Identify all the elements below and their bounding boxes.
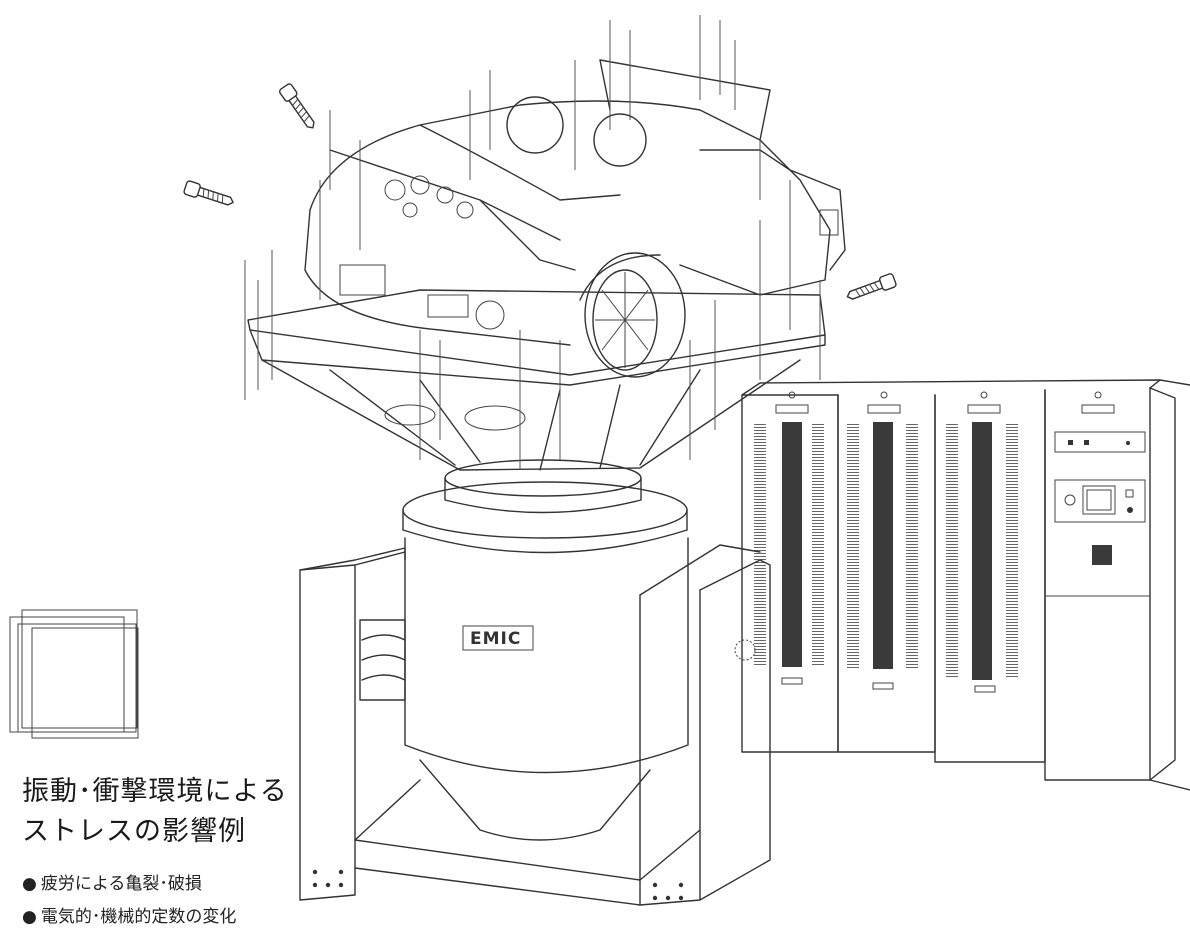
- cabinet-control-panel: [1045, 431, 1150, 597]
- screw-icon: [846, 273, 897, 300]
- section-heading: 振動･衝撃環境による ストレスの影響例: [22, 772, 288, 852]
- shaker-body: EMIC: [402, 459, 689, 841]
- vibration-table: [247, 289, 826, 471]
- control-cabinet: [741, 379, 1190, 791]
- vibration-test-illustration: EMIC: [9, 15, 1190, 906]
- shaker-base-frame: [299, 544, 771, 906]
- car-wheel-icon: [579, 252, 686, 378]
- effects-list: 疲労による亀裂･破損 電気的･機械的定数の変化: [22, 868, 237, 934]
- test-car-icon: [304, 59, 846, 378]
- cabinet-meter-stripes: [754, 422, 1018, 680]
- heading-line-2: ストレスの影響例: [22, 816, 246, 847]
- vibration-lines: [244, 15, 821, 470]
- decorative-squares-icon: [9, 609, 139, 739]
- car-engine: [384, 175, 474, 219]
- list-item: 電気的･機械的定数の変化: [22, 901, 237, 934]
- screw-icon: [183, 180, 234, 206]
- emic-logo: EMIC: [470, 629, 521, 649]
- heading-line-1: 振動･衝撃環境による: [22, 776, 288, 807]
- list-item: 疲労による亀裂･破損: [22, 868, 236, 901]
- frame-bolt-dots: [312, 869, 684, 901]
- screw-icon: [279, 83, 315, 129]
